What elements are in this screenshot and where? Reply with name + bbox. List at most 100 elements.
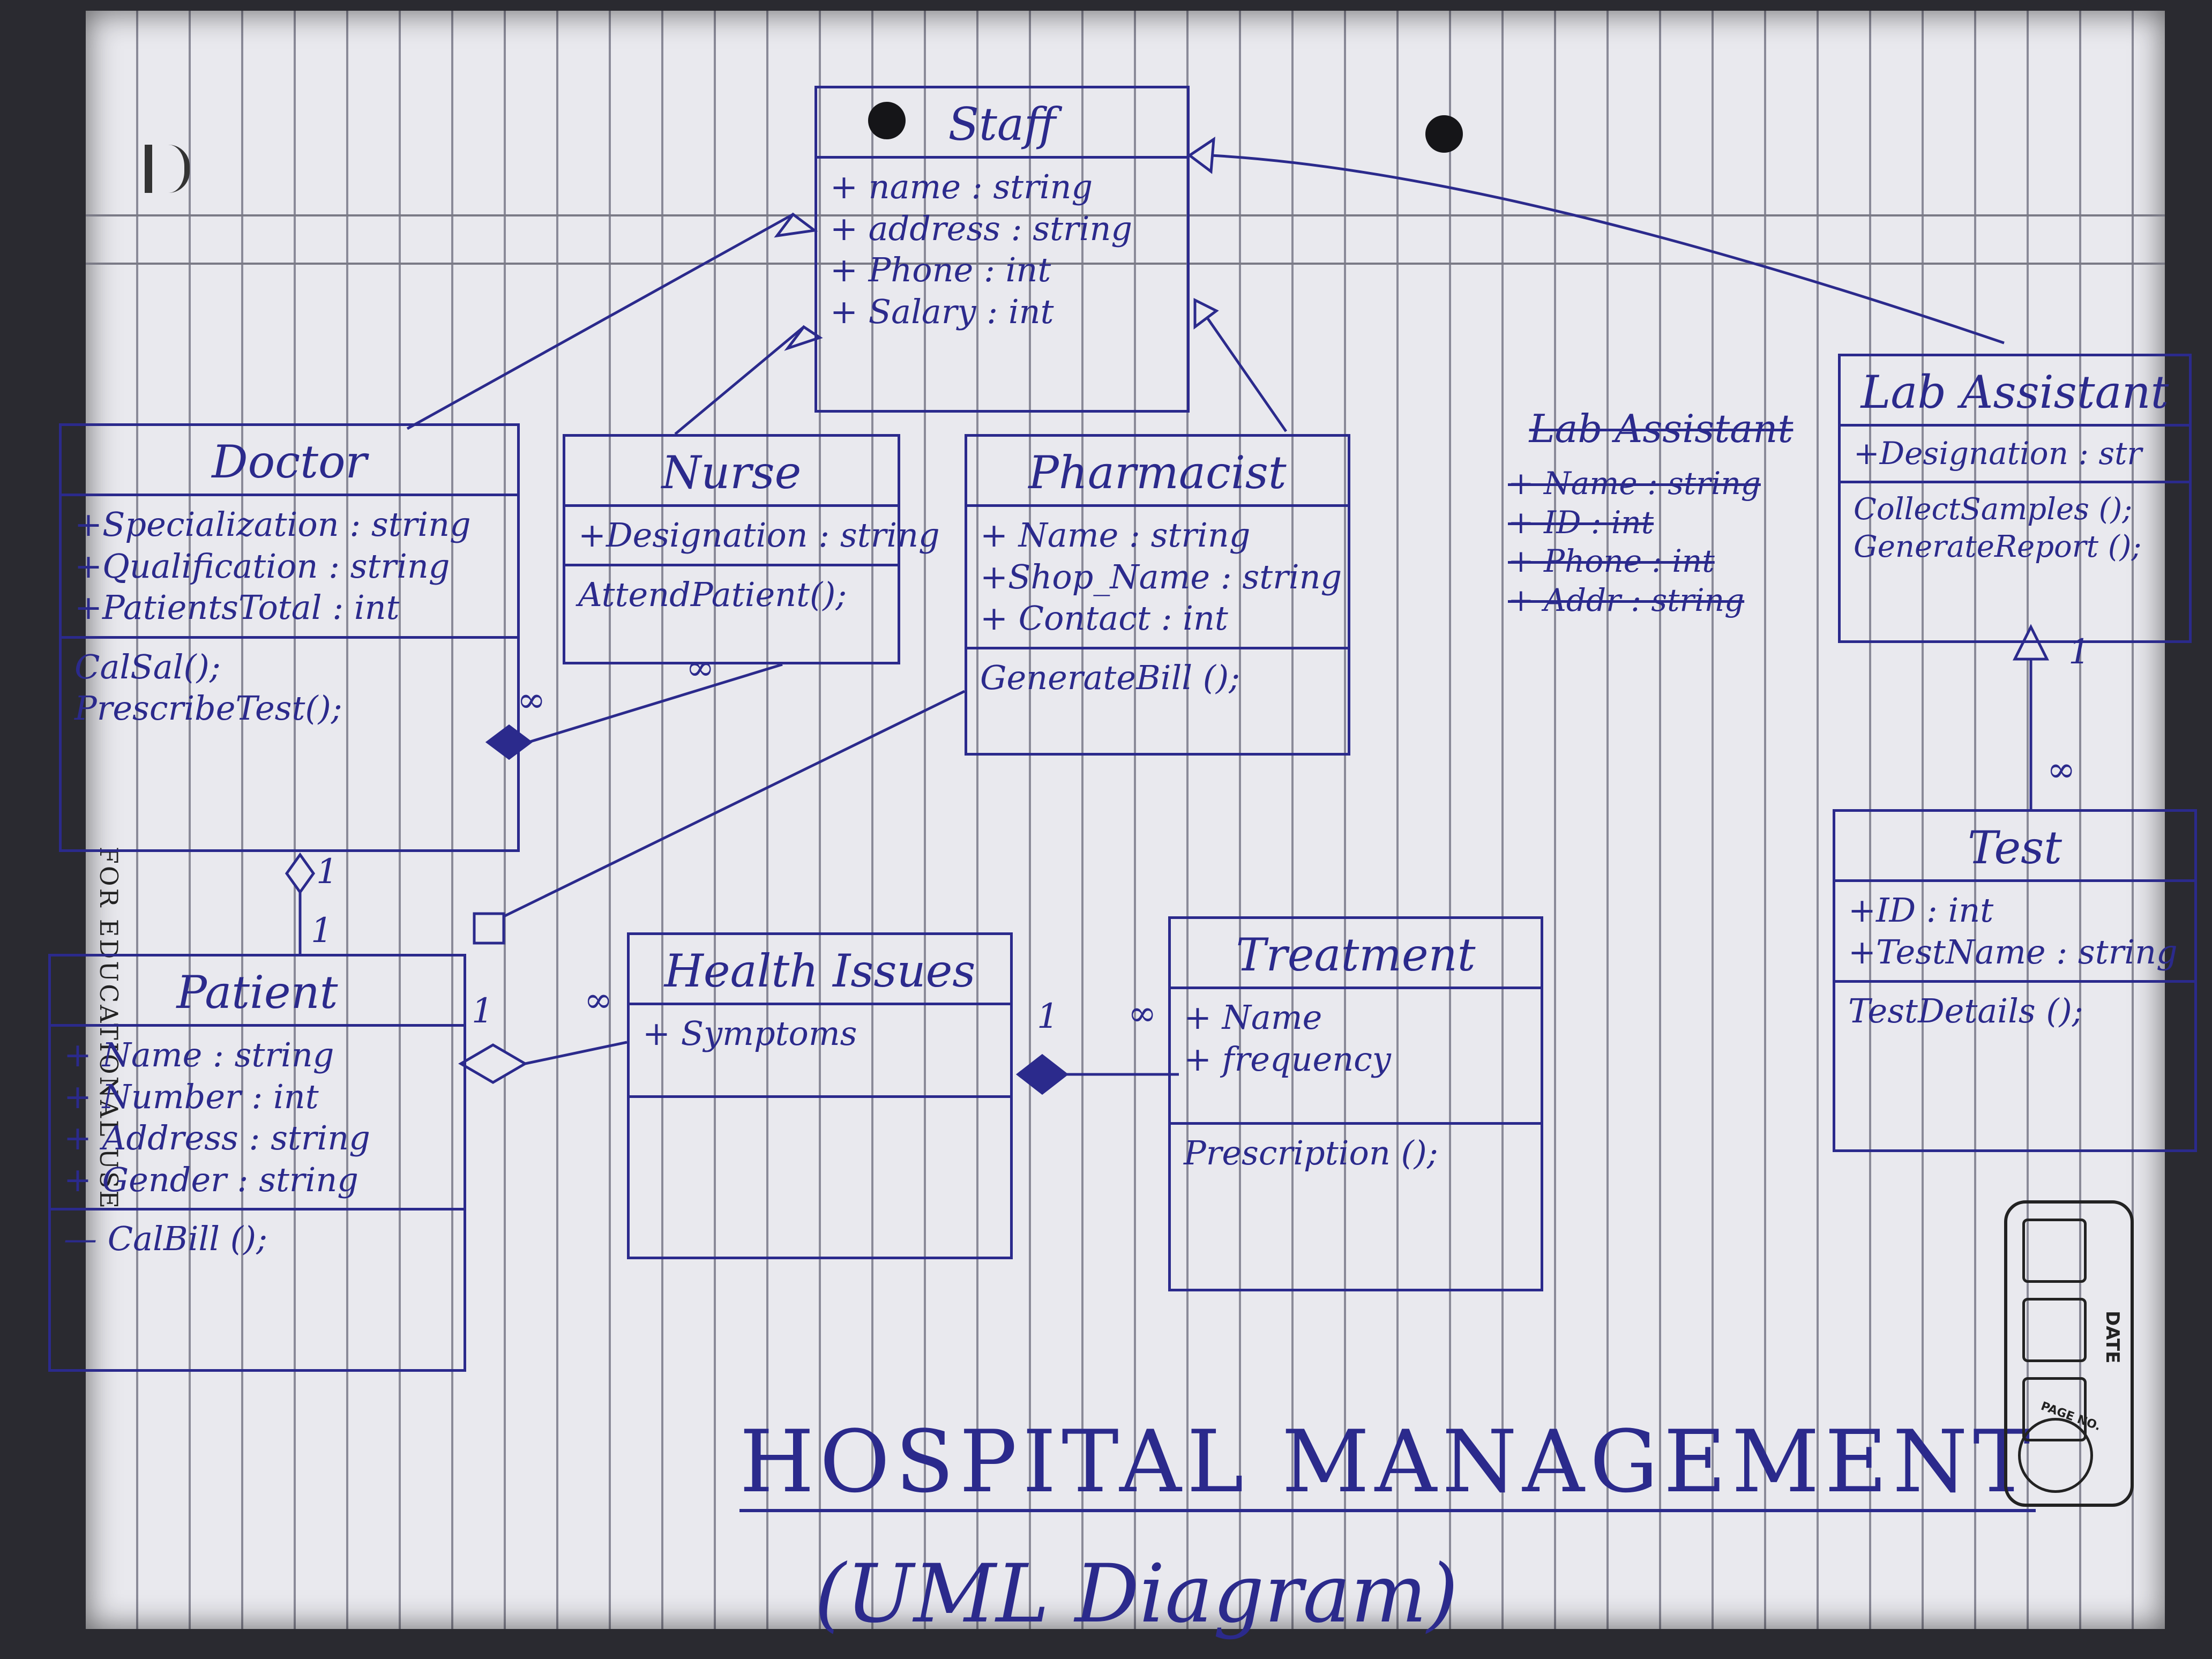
date-box [2022,1298,2087,1362]
operation: Prescription (); [1184,1133,1438,1172]
date-label: DATE [2102,1311,2123,1364]
class-attributes: +Designation : string [565,507,940,566]
attribute: + Name [1184,998,1322,1037]
attribute: + Contact : int [980,599,1228,638]
class-operations: TestDetails (); [1835,983,2194,1040]
attribute: + Name : string [980,515,1251,555]
class-title: Test [1835,812,2194,882]
diagram-subheading: (UML Diagram) [814,1548,1459,1641]
class-title: Treatment [1171,919,1541,989]
attribute: + frequency [1184,1039,1391,1079]
attribute: +Designation : str [1854,435,2142,472]
notebook-logo [145,145,193,209]
composition-diamond [1015,1053,1069,1095]
notebook-page [86,11,2165,1629]
operation: GenerateReport (); [1854,529,2142,564]
class-attributes: + Name : string +Shop_Name : string + Co… [967,507,1348,649]
doctor-staff-link [406,213,794,430]
attribute: + Phone : int [1508,543,1715,579]
patient-health-link [525,1041,627,1065]
attribute: +ID : int [1848,891,1994,930]
date-page-stamp: DATE PAGE NO. [2004,1200,2134,1507]
attribute: +Shop_Name : string [980,557,1342,596]
class-operations: Prescription (); [1171,1125,1541,1182]
attribute: +Designation : string [578,515,940,555]
aggregation-diamond [285,852,316,895]
multiplicity-label: 1 [1037,997,1059,1036]
multiplicity-label: ∞ [686,648,715,688]
attribute: + Phone : int [830,250,1051,289]
operation: GenerateBill (); [980,657,1240,697]
class-title: Lab Assistant [1529,406,1793,451]
attribute: + Number : int [64,1077,319,1116]
attribute: + Name : string [64,1035,334,1074]
aggregation-diamond [458,1043,528,1084]
class-title: Lab Assistant [1841,356,2189,427]
class-operations: — CalBill (); [51,1210,464,1267]
class-pharmacist: Pharmacist + Name : string +Shop_Name : … [965,434,1350,756]
generalization-arrowhead [1187,137,1215,174]
nurse-doctor-link [519,663,783,746]
multiplicity-label: ∞ [584,981,613,1020]
operation: — CalBill (); [64,1219,267,1258]
class-title: Nurse [565,437,898,507]
class-attributes: +ID : int +TestName : string [1835,882,2194,983]
ruled-line [86,214,2165,216]
attribute: + address : string [830,208,1133,248]
attribute: + Gender : string [64,1160,358,1199]
class-attributes: +Specialization : string +Qualification … [62,496,517,639]
class-operations: GenerateBill (); [967,649,1348,706]
attribute: + Salary : int [830,292,1054,331]
date-box [2022,1219,2087,1283]
page-number-circle [2018,1418,2093,1493]
class-operations: AttendPatient(); [565,566,898,623]
multiplicity-label: ∞ [517,681,546,720]
class-attributes: + Name : string + ID : int + Phone : int… [1495,457,1827,627]
class-operations: CalSal(); PrescribeTest(); [62,639,517,737]
multiplicity-label: 1 [472,991,494,1031]
diagram-heading: HOSPITAL MANAGEMENT [739,1411,2036,1512]
class-nurse: Nurse +Designation : string AttendPatien… [563,434,940,664]
class-lab-assistant-crossed-out: Lab Assistant + Name : string + ID : int… [1495,397,1827,654]
multiplicity-label: 1 [316,852,338,892]
operation: AttendPatient(); [578,574,847,614]
pharmacist-staff-link [1193,299,1288,432]
class-title: Health Issues [630,935,1010,1005]
attribute: + Symptoms [642,1014,857,1053]
class-operations [630,1098,1010,1113]
attribute: + Addr : string [1508,581,1745,618]
association-end [473,912,505,945]
class-attributes: +Designation : str [1841,427,2189,483]
operation: TestDetails (); [1848,991,2083,1030]
class-title: Patient [51,956,464,1027]
attribute: +PatientsTotal : int [74,588,400,627]
operation: CollectSamples (); [1854,491,2133,527]
generalization-arrowhead [1193,297,1219,330]
class-staff: Staff + name : string + address : string… [814,86,1190,413]
composition-diamond [485,724,533,760]
multiplicity-label: 1 [2068,632,2090,672]
operation: PrescribeTest(); [74,689,342,728]
class-health-issues: Health Issues + Symptoms [627,932,1013,1259]
class-test: Test +ID : int +TestName : string TestDe… [1833,809,2197,1152]
class-title: Doctor [62,426,517,496]
nurse-staff-link [674,326,805,435]
attribute: + Name : string [1508,465,1761,502]
class-title: Staff [817,88,1187,159]
class-title: Pharmacist [967,437,1348,507]
class-operations: CollectSamples (); GenerateReport (); [1841,483,2189,573]
operation: CalSal(); [74,647,221,686]
class-attributes: + name : string + address : string + Pho… [817,159,1187,340]
attribute: + name : string [830,167,1093,206]
attribute: +Qualification : string [74,546,450,586]
attribute: +Specialization : string [74,505,471,544]
multiplicity-label: 1 [311,911,333,951]
multiplicity-label: ∞ [2047,750,2076,790]
attribute: + ID : int [1508,504,1654,541]
class-treatment: Treatment + Name + frequency Prescriptio… [1168,916,1543,1291]
pharmacist-patient-link [492,690,966,923]
punch-hole [1425,115,1463,153]
generalization-arrowhead [2012,624,2050,661]
attribute: +TestName : string [1848,932,2178,972]
